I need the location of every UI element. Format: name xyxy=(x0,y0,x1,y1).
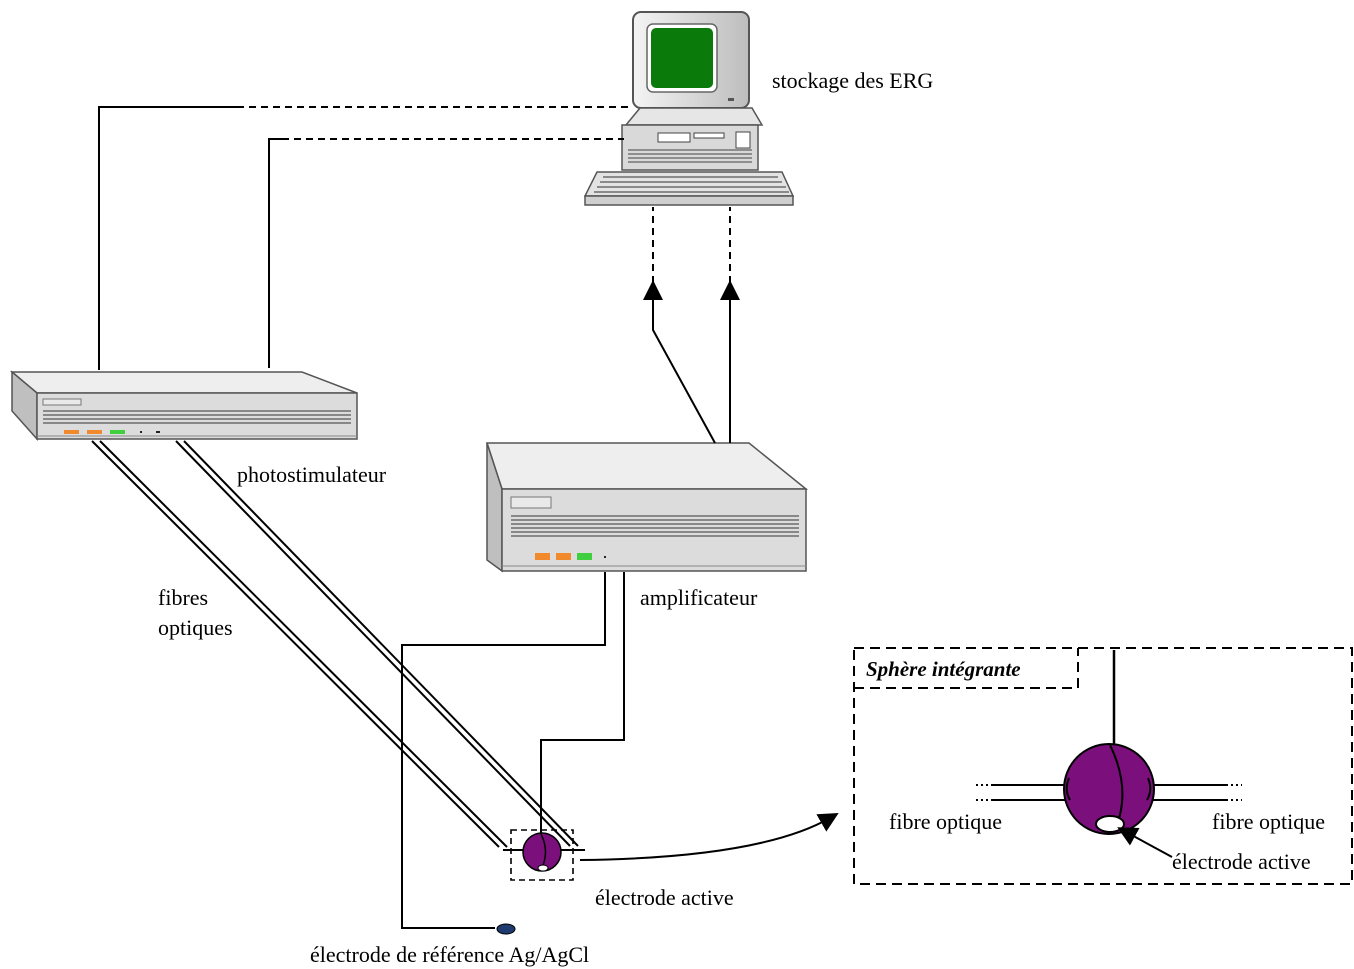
monitor-screen xyxy=(651,28,713,88)
inset-active-electrode-label: électrode active xyxy=(1172,849,1311,874)
inset-title: Sphère intégrante xyxy=(866,657,1021,681)
photostimulator-label: photostimulateur xyxy=(237,462,387,487)
fibres-label-line1: fibres xyxy=(158,585,209,610)
amplifier-label: amplificateur xyxy=(640,585,758,610)
optical-fibres xyxy=(91,440,579,848)
amplifier-device xyxy=(485,442,809,573)
sphere-inset xyxy=(853,647,1353,885)
zoom-arrow xyxy=(579,813,839,861)
fibres-label-line2: optiques xyxy=(158,615,233,640)
storage-label: stockage des ERG xyxy=(772,68,934,93)
integrating-sphere-icon xyxy=(1063,743,1155,835)
computer-icon xyxy=(583,11,795,206)
active-electrode-sphere-icon xyxy=(503,829,585,881)
inset-fibre-right-label: fibre optique xyxy=(1212,809,1326,834)
photostimulator-device xyxy=(9,370,358,441)
amplifier-computer-links xyxy=(643,207,740,444)
reference-electrode-icon xyxy=(496,923,516,935)
stimulator-computer-links xyxy=(98,106,633,370)
reference-electrode-label: électrode de référence Ag/AgCl xyxy=(310,942,590,967)
active-electrode-label: électrode active xyxy=(595,885,734,910)
inset-fibre-left-label: fibre optique xyxy=(889,809,1003,834)
electrode-leads xyxy=(401,572,625,929)
